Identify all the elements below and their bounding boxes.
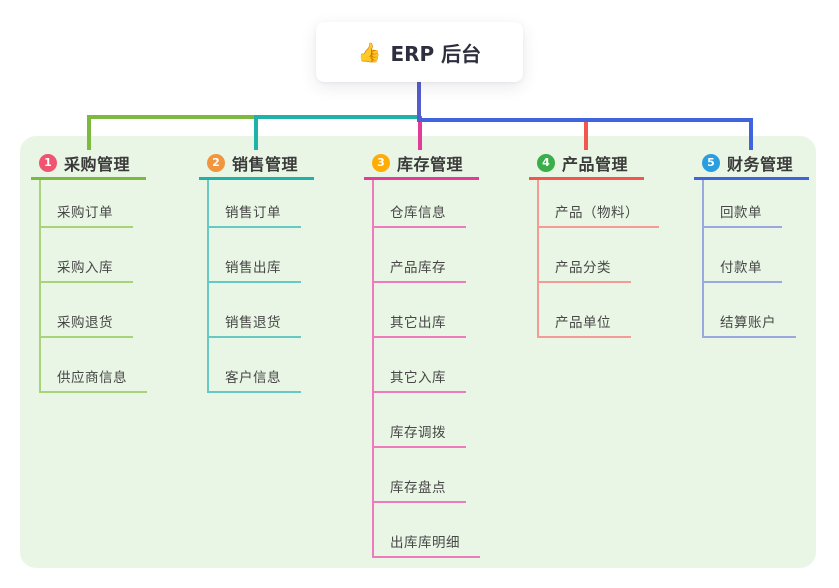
node-label: 库存调拨 <box>374 421 466 448</box>
branch-children: 产品（物料） 产品分类 产品单位 <box>537 180 659 338</box>
branch-number-badge: 4 <box>537 153 555 172</box>
branch-header-sales[interactable]: 2 销售管理 <box>199 150 314 180</box>
branch-label: 采购管理 <box>64 154 131 174</box>
node-item[interactable]: 产品库存 <box>374 228 480 283</box>
node-item[interactable]: 库存调拨 <box>374 393 480 448</box>
node-label: 采购订单 <box>41 201 133 228</box>
branch-purchase: 1 采购管理 采购订单 采购入库 采购退货 供应商信息 <box>31 150 147 393</box>
node-item[interactable]: 回款单 <box>704 180 796 228</box>
node-item[interactable]: 结算账户 <box>704 283 796 338</box>
node-label: 销售退货 <box>209 311 301 338</box>
branch-number-badge: 5 <box>702 153 720 172</box>
node-label: 其它入库 <box>374 366 466 393</box>
node-item[interactable]: 库存盘点 <box>374 448 480 503</box>
node-label: 付款单 <box>704 256 782 283</box>
branch-inventory: 3 库存管理 仓库信息 产品库存 其它出库 其它入库 库存调拨 库存盘点 出库库… <box>364 150 480 558</box>
branch-number-badge: 2 <box>207 153 225 172</box>
node-item[interactable]: 采购退货 <box>41 283 147 338</box>
root-title: ERP 后台 <box>390 41 482 66</box>
node-item[interactable]: 销售出库 <box>209 228 301 283</box>
node-label: 产品分类 <box>539 256 631 283</box>
branch-number-badge: 3 <box>372 153 390 172</box>
node-item[interactable]: 其它出库 <box>374 283 480 338</box>
node-item[interactable]: 其它入库 <box>374 338 480 393</box>
branch-children: 销售订单 销售出库 销售退货 客户信息 <box>207 180 301 393</box>
root-node[interactable]: 👍 ERP 后台 <box>316 22 523 82</box>
branch-number-badge: 1 <box>39 153 57 172</box>
node-item[interactable]: 产品（物料） <box>539 180 659 228</box>
branch-children: 采购订单 采购入库 采购退货 供应商信息 <box>39 180 147 393</box>
node-item[interactable]: 出库库明细 <box>374 503 480 558</box>
branch-label: 库存管理 <box>397 154 464 174</box>
branch-product: 4 产品管理 产品（物料） 产品分类 产品单位 <box>529 150 659 338</box>
branch-children: 仓库信息 产品库存 其它出库 其它入库 库存调拨 库存盘点 出库库明细 <box>372 180 480 558</box>
node-item[interactable]: 销售订单 <box>209 180 301 228</box>
node-label: 供应商信息 <box>41 366 147 393</box>
node-item[interactable]: 供应商信息 <box>41 338 147 393</box>
node-label: 结算账户 <box>704 311 796 338</box>
node-label: 产品库存 <box>374 256 466 283</box>
branch-finance: 5 财务管理 回款单 付款单 结算账户 <box>694 150 809 338</box>
branch-header-product[interactable]: 4 产品管理 <box>529 150 644 180</box>
branch-children: 回款单 付款单 结算账户 <box>702 180 796 338</box>
branch-label: 产品管理 <box>562 154 629 174</box>
node-item[interactable]: 采购订单 <box>41 180 147 228</box>
node-item[interactable]: 付款单 <box>704 228 796 283</box>
thumbs-up-icon: 👍 <box>357 41 382 64</box>
node-item[interactable]: 客户信息 <box>209 338 301 393</box>
branches-panel <box>20 136 816 568</box>
node-label: 库存盘点 <box>374 476 466 503</box>
node-label: 其它出库 <box>374 311 466 338</box>
node-label: 仓库信息 <box>374 201 466 228</box>
branch-header-finance[interactable]: 5 财务管理 <box>694 150 809 180</box>
branch-label: 销售管理 <box>232 154 299 174</box>
branch-header-inventory[interactable]: 3 库存管理 <box>364 150 479 180</box>
branch-sales: 2 销售管理 销售订单 销售出库 销售退货 客户信息 <box>199 150 314 393</box>
branch-header-purchase[interactable]: 1 采购管理 <box>31 150 146 180</box>
node-label: 回款单 <box>704 201 782 228</box>
node-item[interactable]: 产品分类 <box>539 228 659 283</box>
node-item[interactable]: 仓库信息 <box>374 180 480 228</box>
node-label: 出库库明细 <box>374 531 480 558</box>
node-label: 采购入库 <box>41 256 133 283</box>
node-label: 客户信息 <box>209 366 301 393</box>
branch-label: 财务管理 <box>727 154 794 174</box>
node-label: 销售出库 <box>209 256 301 283</box>
node-item[interactable]: 销售退货 <box>209 283 301 338</box>
node-item[interactable]: 产品单位 <box>539 283 659 338</box>
node-item[interactable]: 采购入库 <box>41 228 147 283</box>
node-label: 采购退货 <box>41 311 133 338</box>
node-label: 产品单位 <box>539 311 631 338</box>
node-label: 销售订单 <box>209 201 301 228</box>
node-label: 产品（物料） <box>539 201 659 228</box>
